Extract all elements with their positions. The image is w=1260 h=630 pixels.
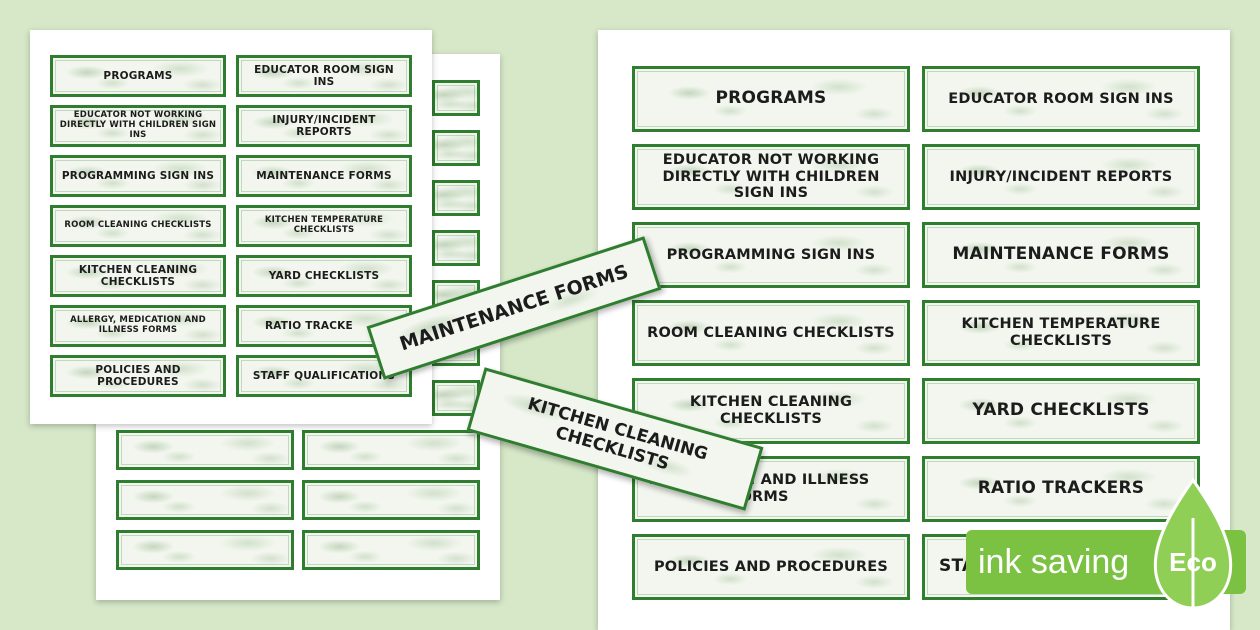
label-ratio: RATIO TRACKERS <box>922 456 1200 522</box>
label-educator-room: EDUCATOR ROOM SIGN INS <box>922 66 1200 132</box>
blank-label <box>116 480 294 520</box>
label-injury: INJURY/INCIDENT REPORTS <box>236 105 412 147</box>
label-kitchen-temp: KITCHEN TEMPERATURE CHECKLISTS <box>236 205 412 247</box>
leaf-icon <box>1153 478 1233 616</box>
eco-badge-text: ink saving <box>978 543 1130 581</box>
label-yard: YARD CHECKLISTS <box>236 255 412 297</box>
blank-label <box>116 530 294 570</box>
label-programs: PROGRAMS <box>632 66 910 132</box>
label-kitchen-temp: KITCHEN TEMPERATURE CHECKLISTS <box>922 300 1200 366</box>
label-programming: PROGRAMMING SIGN INS <box>50 155 226 197</box>
blank-label <box>432 130 480 166</box>
label-programming: PROGRAMMING SIGN INS <box>632 222 910 288</box>
blank-label <box>302 480 480 520</box>
blank-label <box>432 80 480 116</box>
label-allergy: ALLERGY, MEDICATION AND ILLNESS FORMS <box>50 305 226 347</box>
large-label-sheet: PROGRAMS EDUCATOR ROOM SIGN INS EDUCATOR… <box>598 30 1230 630</box>
label-room-cleaning: ROOM CLEANING CHECKLISTS <box>50 205 226 247</box>
label-educator-not-working: EDUCATOR NOT WORKING DIRECTLY WITH CHILD… <box>632 144 910 210</box>
label-maintenance: MAINTENANCE FORMS <box>922 222 1200 288</box>
small-label-sheet: PROGRAMS EDUCATOR ROOM SIGN INS EDUCATOR… <box>30 30 432 424</box>
label-staff: STAFF QUALIFICATIONS <box>236 355 412 397</box>
label-injury: INJURY/INCIDENT REPORTS <box>922 144 1200 210</box>
blank-label <box>302 530 480 570</box>
label-programs: PROGRAMS <box>50 55 226 97</box>
label-policies: POLICIES AND PROCEDURES <box>50 355 226 397</box>
label-room-cleaning: ROOM CLEANING CHECKLISTS <box>632 300 910 366</box>
label-kitchen-cleaning: KITCHEN CLEANING CHECKLISTS <box>50 255 226 297</box>
label-policies: POLICIES AND PROCEDURES <box>632 534 910 600</box>
blank-label <box>302 430 480 470</box>
blank-label <box>116 430 294 470</box>
label-educator-room: EDUCATOR ROOM SIGN INS <box>236 55 412 97</box>
label-educator-not-working: EDUCATOR NOT WORKING DIRECTLY WITH CHILD… <box>50 105 226 147</box>
label-maintenance: MAINTENANCE FORMS <box>236 155 412 197</box>
label-yard: YARD CHECKLISTS <box>922 378 1200 444</box>
blank-label <box>432 230 480 266</box>
blank-label <box>432 180 480 216</box>
eco-word: Eco <box>1169 547 1217 577</box>
